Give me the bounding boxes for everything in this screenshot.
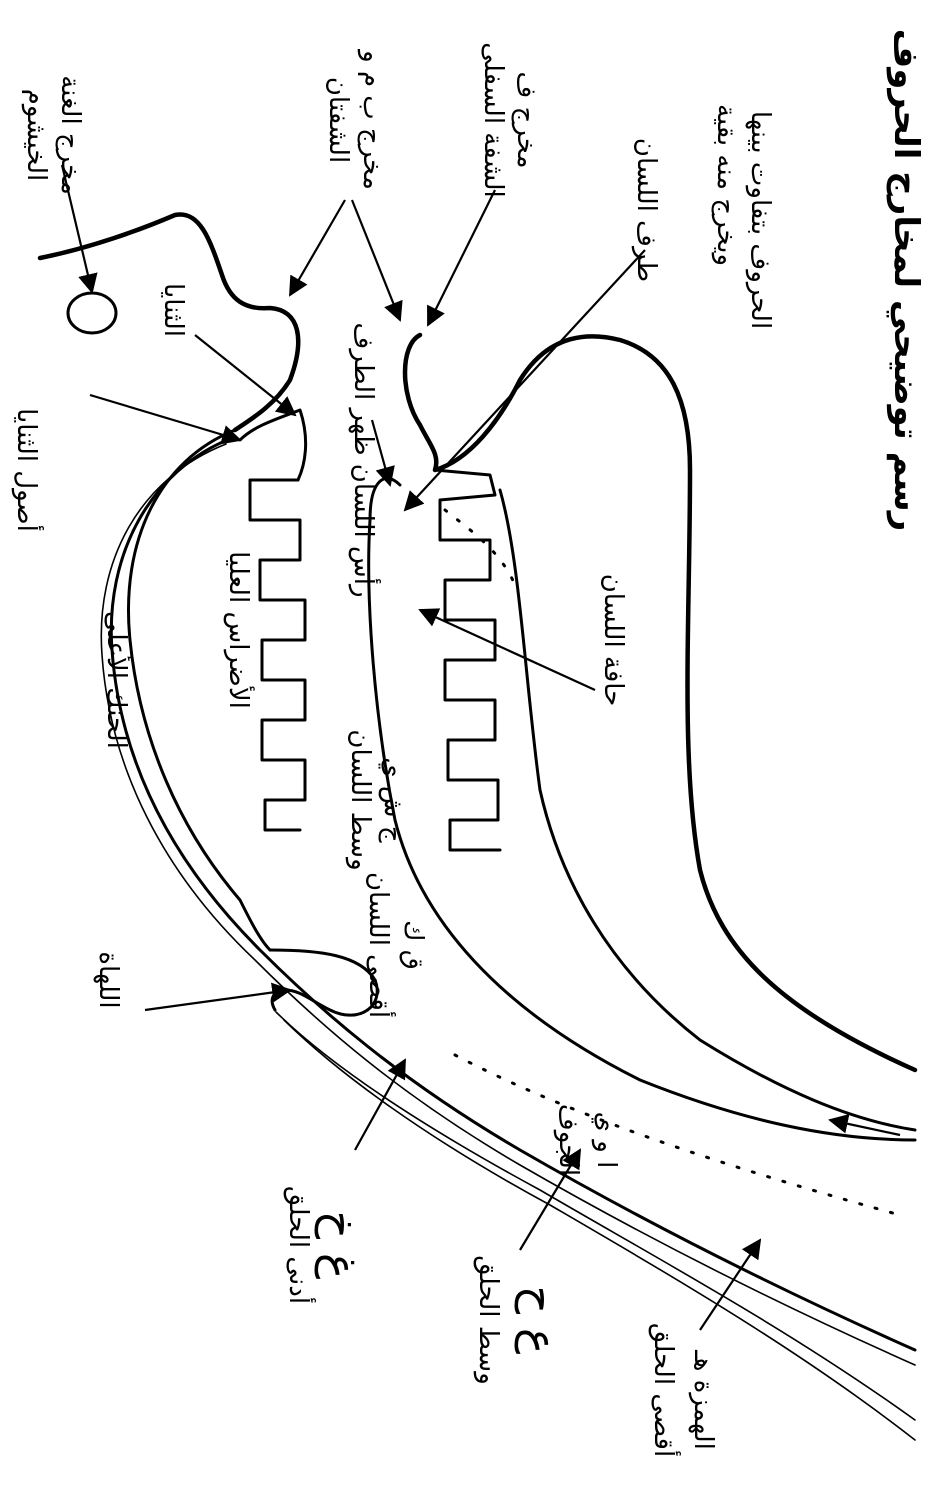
label-aqsa-letters: الهمزة هـ [688,1349,718,1450]
label-aqsa-halq: أقصى الحلق [648,1323,682,1457]
svg-text:مخرج ف: مخرج ف [511,71,541,168]
label-wasat-letters: ع ح [514,1286,565,1355]
svg-text:أقصى اللسان: أقصى اللسان [363,872,397,1018]
label-wasat-lisan: وسط اللسان [345,729,375,870]
label-jsh-y: ج ش ي [378,757,408,843]
label-adna-halq: أدنى الحلق [283,1186,317,1304]
label-adna-letters: غ خ [314,1211,365,1280]
khayshum-oval [68,293,116,333]
svg-text:مخرج ب م و: مخرج ب م و [357,48,387,190]
svg-text:أقصى الحلق: أقصى الحلق [648,1323,682,1457]
lower-lip-outline [405,335,915,1070]
svg-text:الشفتان: الشفتان [323,77,353,163]
svg-text:الخيشوم: الخيشوم [21,89,51,182]
arrow-madd [830,1120,900,1135]
label-madd-2: ا و ي [591,1112,621,1169]
arrow-taraf-lisan [405,250,645,510]
note-line-2: الحروف بتفاوت بينها [745,111,775,329]
label-shafatan: الشفتان [323,77,353,163]
uvula-outline [270,950,377,1015]
svg-text:الثنايا: الثنايا [158,283,188,337]
arrow-usul-thanaya [90,395,240,440]
tongue-outline [369,478,915,1140]
note-line-1: ويخرج منه بقية [711,104,741,266]
svg-text:ج ش ي: ج ش ي [378,757,408,843]
upper-molars [250,480,305,830]
svg-text:أدنى الحلق: أدنى الحلق [283,1186,317,1304]
label-thanaya: الثنايا [158,283,188,337]
svg-text:رأس اللسان ظهر الطرف: رأس اللسان ظهر الطرف [348,322,382,597]
svg-text:رسم توضيحي لمخارج الحروف: رسم توضيحي لمخارج الحروف [886,29,926,532]
label-q-k: ق ك [398,920,428,970]
label-wasat-halq: وسط الحلق [473,1255,503,1385]
svg-text:حافة اللسان: حافة اللسان [598,574,628,707]
label-makhraj-bmw: مخرج ب م و [357,48,387,190]
svg-text:الحنك الأعلى: الحنك الأعلى [101,611,134,749]
label-makhraj-ghunna: مخرج الغنة [55,75,85,195]
svg-text:ا و ي: ا و ي [591,1112,621,1169]
lower-teeth [435,470,500,850]
svg-text:ويخرج منه بقية: ويخرج منه بقية [711,104,741,266]
svg-text:الهمزة هـ: الهمزة هـ [688,1349,718,1450]
arrow-wasat-halq [520,1150,580,1250]
label-lahat: اللهاة [93,951,123,1008]
svg-text:الأضراس العليا: الأضراس العليا [223,551,256,709]
svg-text:الحروف بتفاوت بينها: الحروف بتفاوت بينها [745,111,775,329]
svg-text:أصول الثنايا: أصول الثنايا [11,408,45,532]
label-ras-lisan: رأس اللسان ظهر الطرف [348,322,382,597]
diagram-title: رسم توضيحي لمخارج الحروف [886,29,926,532]
svg-text:ع ح: ع ح [514,1286,565,1355]
svg-text:وسط الحلق: وسط الحلق [473,1255,503,1385]
svg-text:الجوف: الجوف [553,1104,583,1176]
svg-text:غ خ: غ خ [314,1211,365,1280]
svg-text:وسط اللسان: وسط اللسان [345,729,375,870]
label-makhraj-f: مخرج ف [511,71,541,168]
svg-text:اللهاة: اللهاة [93,951,123,1008]
svg-text:ق ك: ق ك [398,920,428,970]
label-madd-1: الجوف [553,1104,583,1176]
label-khayshum: الخيشوم [21,89,51,182]
throat-back-line [284,1020,915,1440]
label-adras-ulya: الأضراس العليا [223,551,256,709]
label-hafat-lisan: حافة اللسان [598,574,628,707]
arrow-shafatan-upper [290,200,345,295]
arrow-shafa-sufla [428,190,495,325]
svg-text:الشفة السفلى: الشفة السفلى [478,42,508,197]
svg-text:مخرج الغنة: مخرج الغنة [55,75,85,195]
arrow-lahat [145,990,290,1010]
label-usul-thanaya: أصول الثنايا [11,408,45,532]
tongue-inner-dots [445,510,515,585]
palate-outer-line-3 [276,1012,915,1420]
arrow-thanaya [195,335,295,415]
label-shafa-sufla: الشفة السفلى [478,42,508,197]
arrow-shafatan-lower [352,200,400,320]
label-hanak-aala: الحنك الأعلى [101,611,134,749]
label-aqsa-lisan: أقصى اللسان [363,872,397,1018]
arrow-adna-halq [355,1060,405,1150]
